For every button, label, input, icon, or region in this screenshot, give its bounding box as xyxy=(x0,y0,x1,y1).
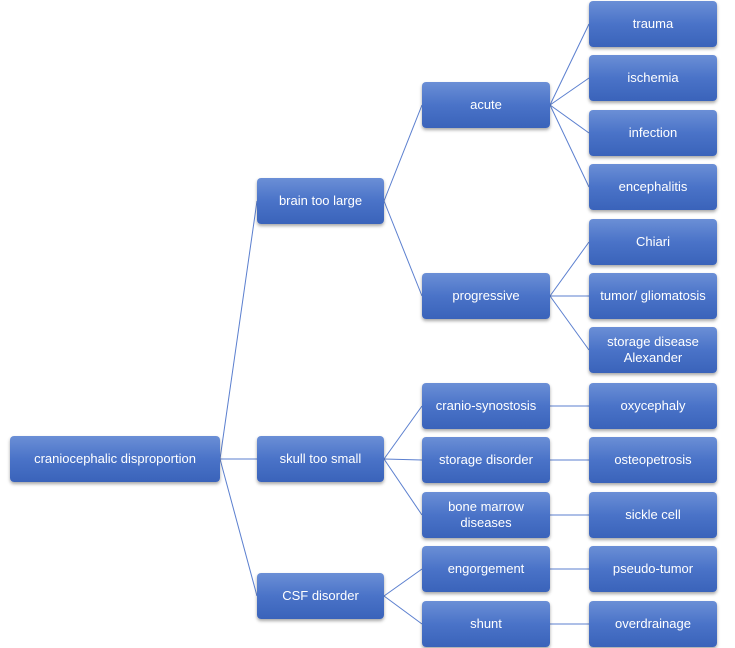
node-csf-disorder: CSF disorder xyxy=(257,573,384,619)
node-pseudo-tumor: pseudo-tumor xyxy=(589,546,717,592)
node-skull-too-small: skull too small xyxy=(257,436,384,482)
node-tumor-gliomatosis: tumor/ gliomatosis xyxy=(589,273,717,319)
connector-line xyxy=(383,200,423,297)
node-oxycephaly: oxycephaly xyxy=(589,383,717,429)
connector-line xyxy=(383,104,423,202)
node-craniocephalic-disproportion: craniocephalic disproportion xyxy=(10,436,220,482)
connector-line xyxy=(383,458,423,516)
connector-line xyxy=(383,458,423,461)
connector-line xyxy=(383,568,423,597)
connector-line xyxy=(549,104,590,188)
node-cranio-synostosis: cranio-synostosis xyxy=(422,383,550,429)
node-engorgement: engorgement xyxy=(422,546,550,592)
node-sickle-cell: sickle cell xyxy=(589,492,717,538)
connector-line xyxy=(383,595,423,625)
connector-line xyxy=(549,241,590,297)
node-shunt: shunt xyxy=(422,601,550,647)
node-ischemia: ischemia xyxy=(589,55,717,101)
node-storage-disease-alexander: storage disease Alexander xyxy=(589,327,717,373)
connector-line xyxy=(549,104,590,134)
node-progressive: progressive xyxy=(422,273,550,319)
connector-line xyxy=(219,458,258,597)
node-storage-disorder: storage disorder xyxy=(422,437,550,483)
node-overdrainage: overdrainage xyxy=(589,601,717,647)
connector-line xyxy=(549,23,590,106)
node-trauma: trauma xyxy=(589,1,717,47)
node-osteopetrosis: osteopetrosis xyxy=(589,437,717,483)
connector-line xyxy=(383,405,423,460)
node-encephalitis: encephalitis xyxy=(589,164,717,210)
node-infection: infection xyxy=(589,110,717,156)
connector-line xyxy=(219,200,258,460)
node-acute: acute xyxy=(422,82,550,128)
connector-line xyxy=(549,295,590,351)
node-bone-marrow-diseases: bone marrow diseases xyxy=(422,492,550,538)
node-brain-too-large: brain too large xyxy=(257,178,384,224)
node-chiari: Chiari xyxy=(589,219,717,265)
connector-line xyxy=(549,77,590,106)
